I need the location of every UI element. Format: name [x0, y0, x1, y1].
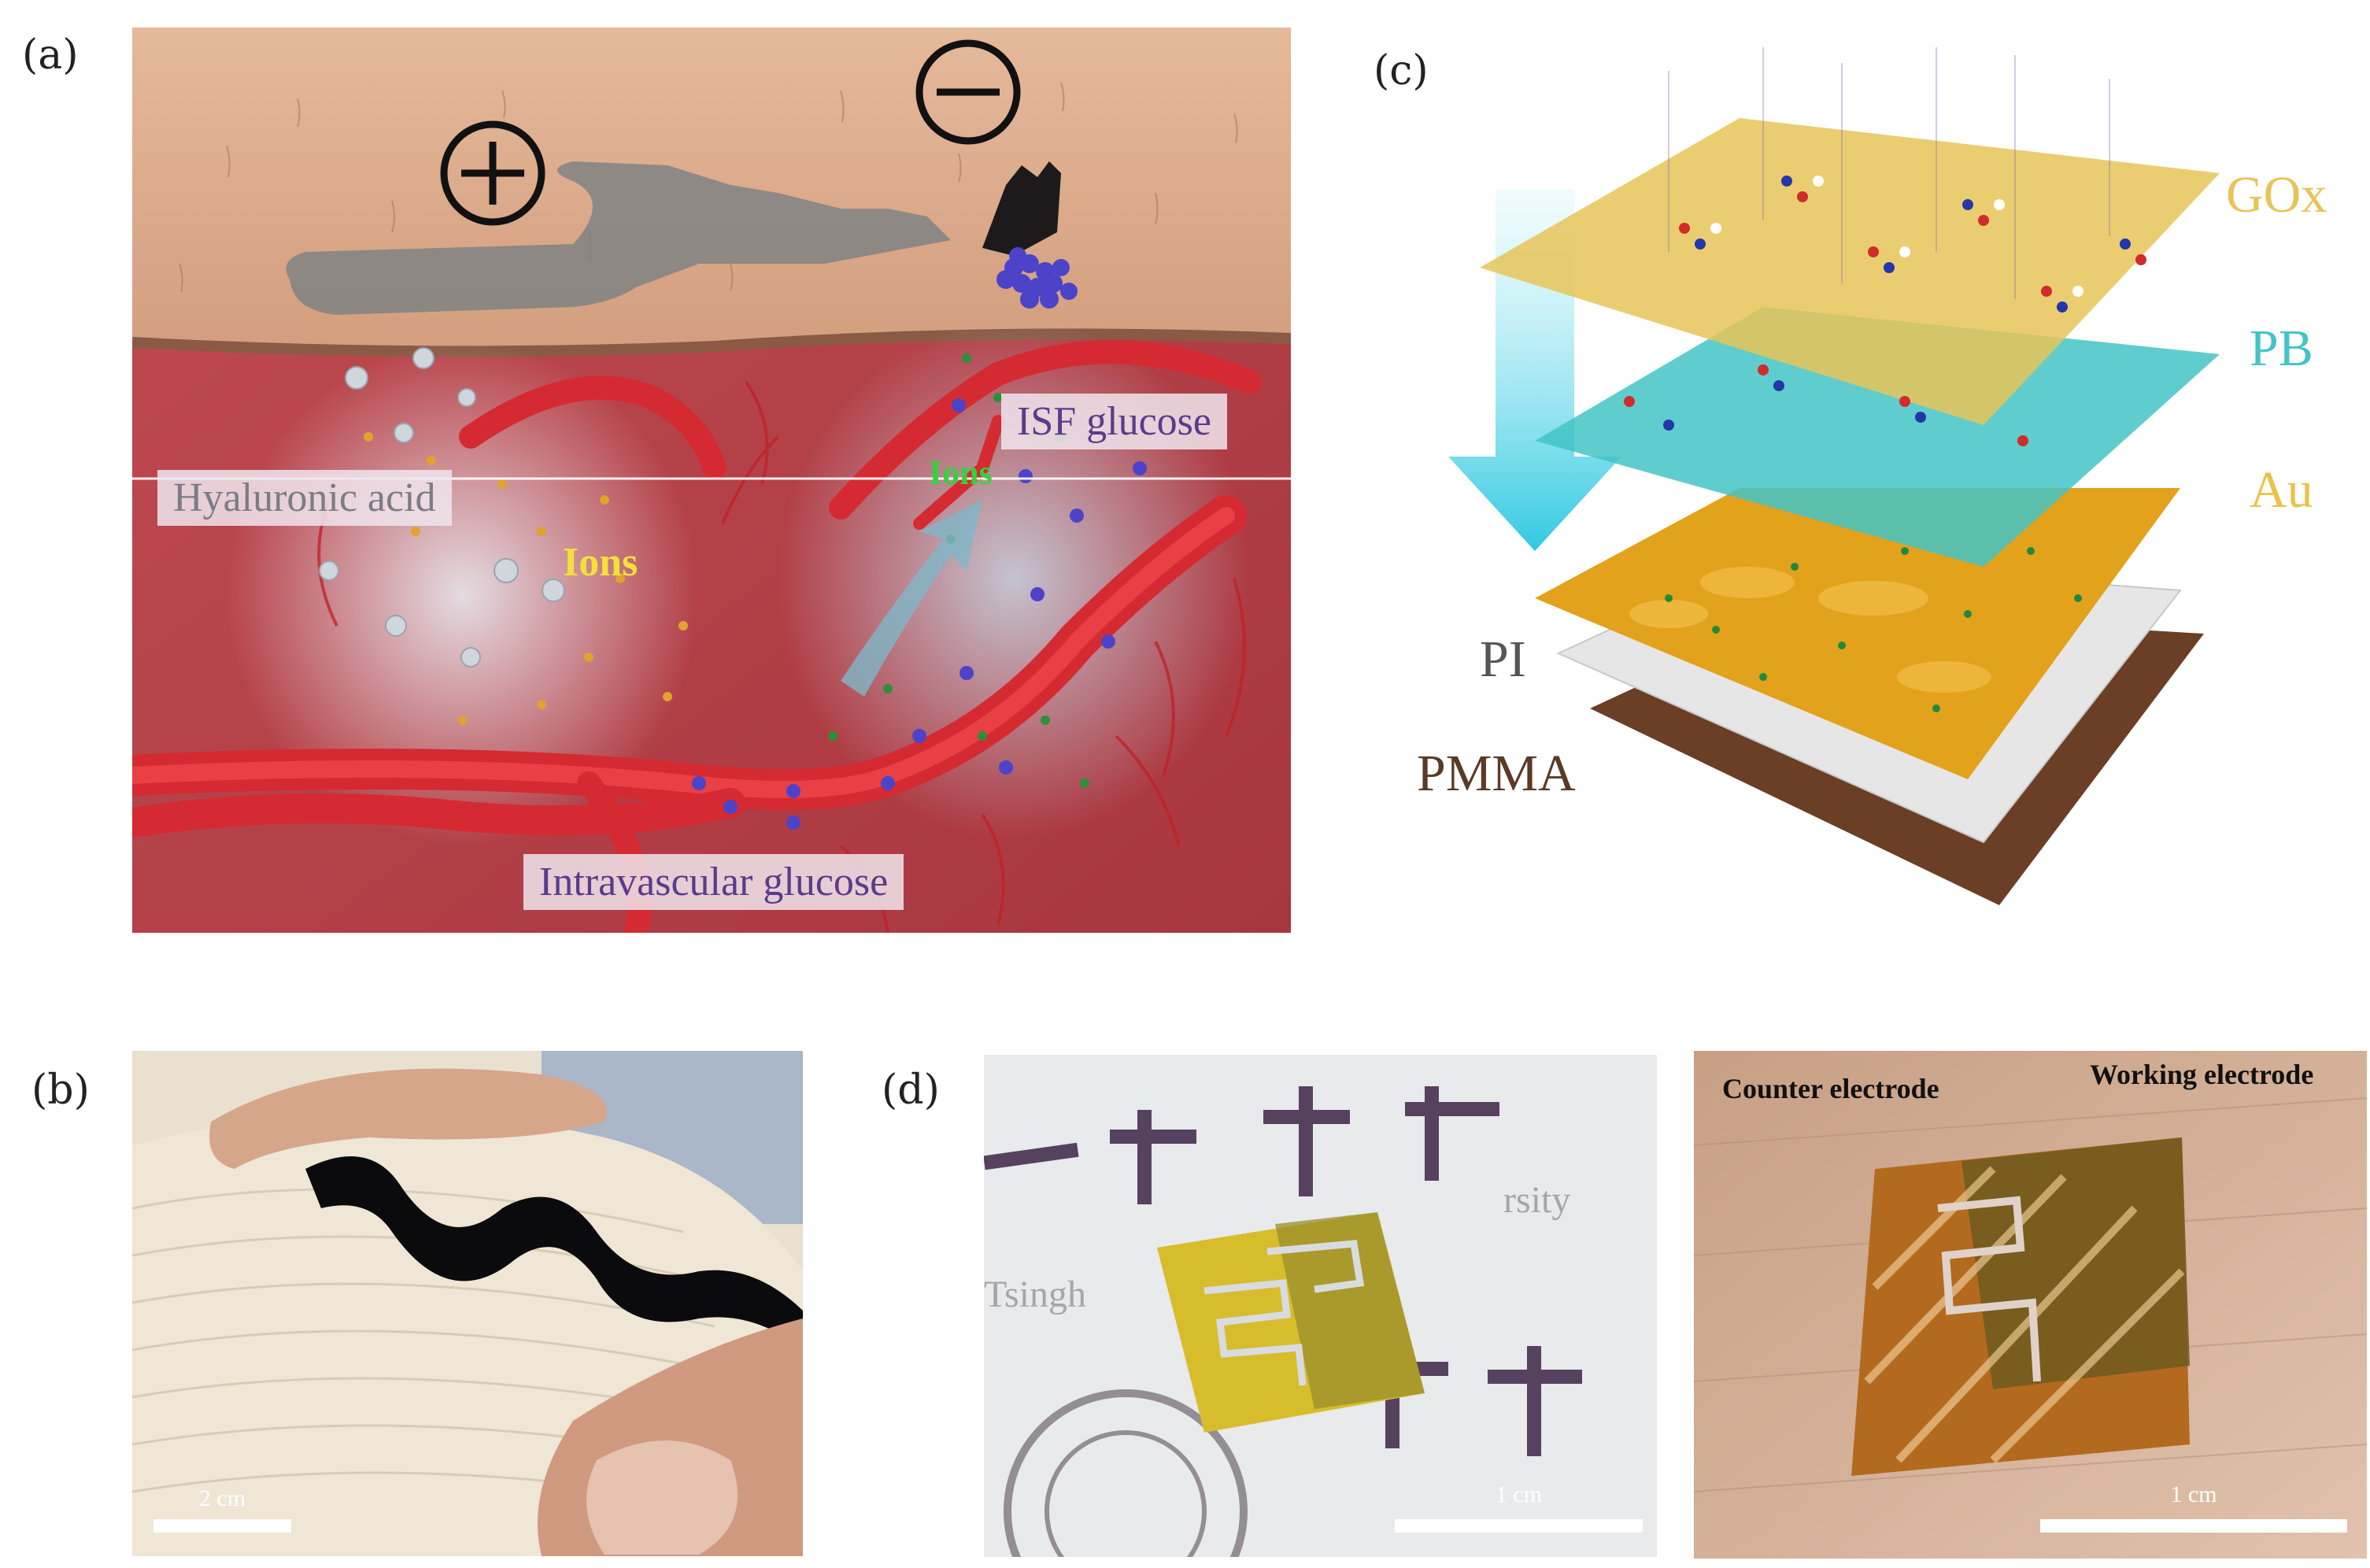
panel-letter-a: (a): [22, 31, 79, 79]
layer-label-au: Au: [2250, 461, 2313, 519]
layer-label-pmma: PMMA: [1417, 745, 1576, 802]
svg-text:rsity: rsity: [1503, 1179, 1570, 1221]
panel-a-illustration: [132, 28, 1291, 933]
panel-b-photo: [132, 1051, 803, 1556]
panel-letter-c: (c): [1374, 47, 1429, 94]
scale-label-b: 2 cm: [198, 1485, 246, 1511]
layer-label-pb: PB: [2250, 320, 2313, 377]
panel-letter-b: (b): [31, 1067, 90, 1114]
label-hyaluronic-acid: Hyaluronic acid: [157, 470, 452, 526]
layer-pb: [1535, 307, 2220, 567]
layer-au: [1535, 488, 2180, 779]
down-arrow: [1448, 189, 1621, 551]
scale-bar-d-right: [2040, 1519, 2347, 1533]
layer-label-pi: PI: [1480, 631, 1526, 688]
label-counter-electrode: Counter electrode: [1722, 1073, 1939, 1104]
panel-c-layer-stack: [1448, 47, 2220, 905]
label-ions-green: Ions: [929, 453, 993, 492]
scale-bar-d-left: [1395, 1519, 1643, 1533]
layer-gox: [1480, 118, 2220, 425]
panel-d-right-photo: [1694, 1051, 2367, 1559]
svg-text:Tsingh: Tsingh: [984, 1274, 1086, 1315]
panel-d-left-photo: Tsingh rsity: [984, 1055, 1657, 1557]
scale-bar-b: [153, 1519, 291, 1533]
panel-letter-d: (d): [882, 1067, 940, 1114]
label-intravascular-glucose: Intravascular glucose: [523, 854, 904, 910]
label-working-electrode: Working electrode: [2090, 1059, 2314, 1090]
label-ions-yellow: Ions: [563, 540, 638, 585]
label-isf-glucose: ISF glucose: [1001, 394, 1227, 449]
scale-label-d-right: 1 cm: [2170, 1481, 2217, 1507]
layer-label-gox: GOx: [2226, 166, 2327, 224]
scale-label-d-left: 1 cm: [1495, 1481, 1543, 1507]
